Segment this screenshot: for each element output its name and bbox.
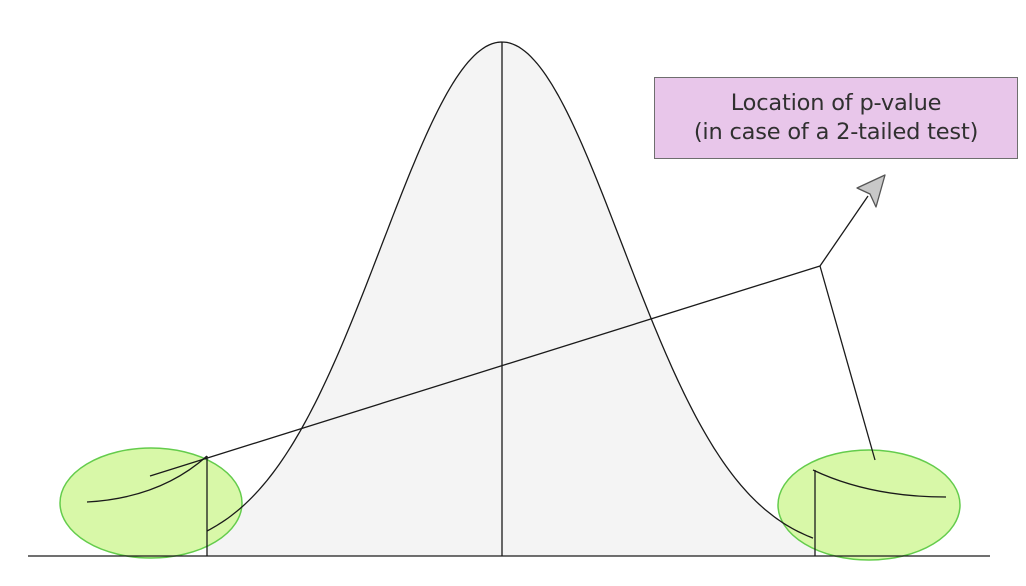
bell-curve xyxy=(206,41,814,539)
arrowhead xyxy=(856,174,886,208)
right-pointer-line xyxy=(819,265,876,461)
junction-stem xyxy=(819,195,869,267)
right-tail-highlight xyxy=(777,449,961,561)
left-pointer-line xyxy=(149,265,821,477)
left-tail-curve xyxy=(86,455,208,503)
left-tail-highlight xyxy=(59,447,243,559)
callout-line-2: (in case of a 2-tailed test) xyxy=(693,119,979,145)
p-value-callout-box: Location of p-value (in case of a 2-tail… xyxy=(654,77,1018,159)
distribution-area xyxy=(207,42,815,556)
callout-line-1: Location of p-value xyxy=(730,90,942,116)
right-tail-curve xyxy=(812,469,947,498)
